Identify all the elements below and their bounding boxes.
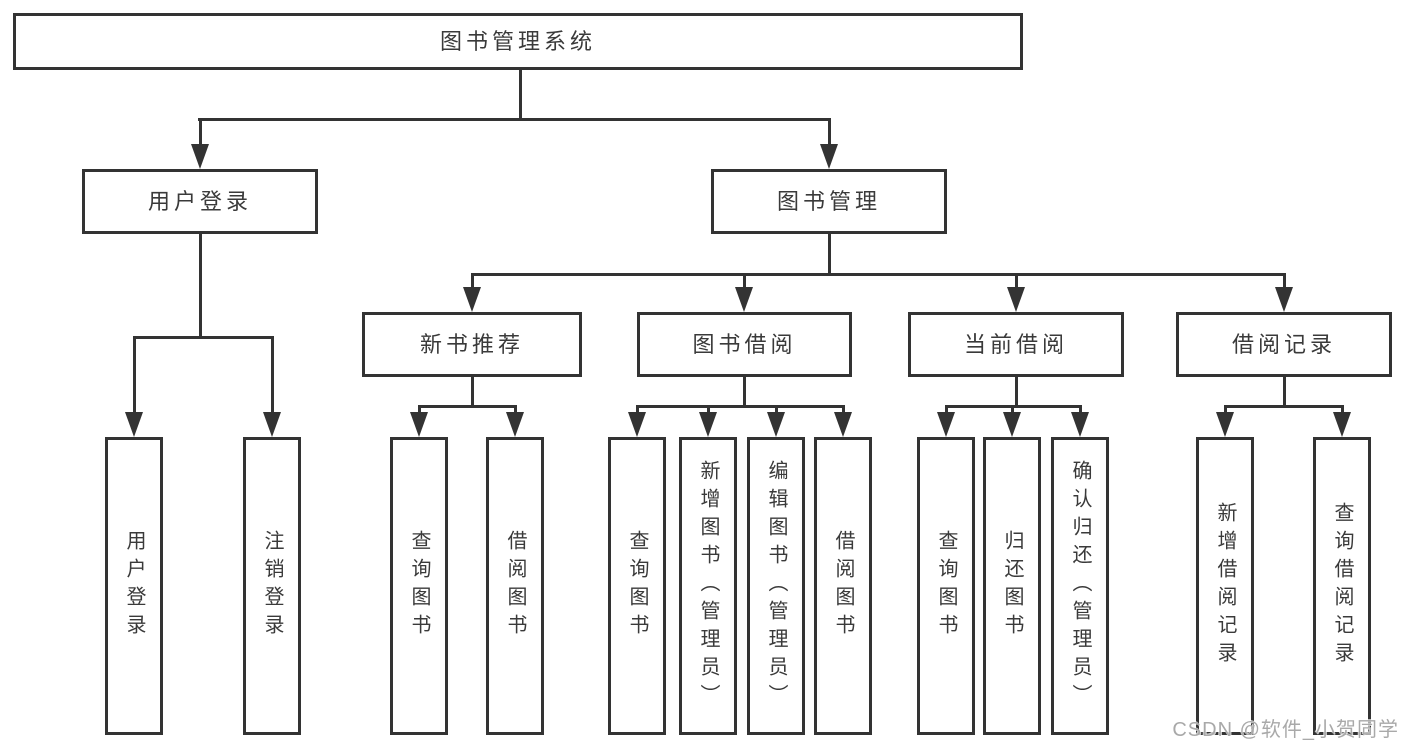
node-label: 查询借阅记录 [1331, 502, 1353, 670]
node-logout: 注销登录 [243, 437, 301, 735]
arrow-down-icon [699, 412, 717, 437]
connector-line [706, 405, 710, 418]
arrow-down-icon [410, 412, 428, 437]
node-bb-borrow-books: 借阅图书 [814, 437, 872, 735]
node-label: 用户登录 [147, 188, 252, 214]
connector-line [827, 118, 831, 152]
connector-line [742, 377, 746, 408]
connector-line [1282, 273, 1286, 293]
arrow-down-icon [628, 412, 646, 437]
connector-line [1014, 273, 1018, 293]
connector-line [417, 405, 517, 408]
arrow-down-icon [191, 144, 209, 169]
node-label: 新书推荐 [419, 331, 524, 357]
node-label: 注销登录 [261, 530, 283, 642]
connector-line [1340, 405, 1344, 418]
connector-line [635, 405, 639, 418]
node-label: 查询图书 [408, 530, 430, 642]
connector-line [417, 405, 421, 418]
connector-line [742, 273, 746, 293]
arrow-down-icon [1007, 287, 1025, 312]
watermark: CSDN @软件_小贺同学 [1172, 719, 1399, 741]
node-label: 编辑图书（管理员） [765, 460, 787, 712]
node-label: 图书借阅 [692, 331, 797, 357]
connector-line [944, 405, 948, 418]
connector-line [635, 405, 845, 408]
connector-line [841, 405, 845, 418]
arrow-down-icon [1333, 412, 1351, 437]
arrow-down-icon [1275, 287, 1293, 312]
connector-line [1014, 377, 1018, 408]
arrow-down-icon [735, 287, 753, 312]
node-user-login-leaf: 用户登录 [105, 437, 163, 735]
node-borrow-records: 借阅记录 [1176, 312, 1392, 377]
arrow-down-icon [1071, 412, 1089, 437]
arrow-down-icon [506, 412, 524, 437]
connector-line [519, 70, 522, 118]
arrow-down-icon [937, 412, 955, 437]
connector-line [1223, 405, 1344, 408]
arrow-down-icon [463, 287, 481, 312]
connector-line [132, 336, 274, 339]
node-label: 借阅图书 [832, 530, 854, 642]
node-user-login: 用户登录 [82, 169, 318, 234]
node-bb-edit-books-admin: 编辑图书（管理员） [747, 437, 805, 735]
node-book-borrow: 图书借阅 [637, 312, 852, 377]
node-nbr-borrow-books: 借阅图书 [486, 437, 544, 735]
node-label: 归还图书 [1001, 530, 1023, 642]
arrow-down-icon [767, 412, 785, 437]
node-cb-confirm-return-admin: 确认归还（管理员） [1051, 437, 1109, 735]
arrow-down-icon [263, 412, 281, 437]
connector-line [774, 405, 778, 418]
node-label: 图书管理系统 [439, 28, 596, 54]
node-label: 新增图书（管理员） [697, 460, 719, 712]
connector-line [198, 118, 202, 152]
node-label: 查询图书 [626, 530, 648, 642]
connector-line [1010, 405, 1014, 418]
node-current-borrow: 当前借阅 [908, 312, 1124, 377]
arrow-down-icon [125, 412, 143, 437]
arrow-down-icon [1003, 412, 1021, 437]
node-label: 借阅记录 [1231, 331, 1336, 357]
connector-line [827, 234, 831, 276]
node-new-book-recommend: 新书推荐 [362, 312, 582, 377]
arrow-down-icon [820, 144, 838, 169]
connector-line [1282, 377, 1286, 408]
node-cb-query-books: 查询图书 [917, 437, 975, 735]
node-bb-query-books: 查询图书 [608, 437, 666, 735]
node-label: 用户登录 [123, 530, 145, 642]
arrow-down-icon [1216, 412, 1234, 437]
connector-line [470, 273, 1286, 276]
arrow-down-icon [834, 412, 852, 437]
node-library-management-system: 图书管理系统 [13, 13, 1023, 70]
node-label: 当前借阅 [963, 331, 1068, 357]
connector-line [270, 336, 274, 418]
node-label: 确认归还（管理员） [1069, 460, 1091, 712]
node-nbr-query-books: 查询图书 [390, 437, 448, 735]
node-br-add-record: 新增借阅记录 [1196, 437, 1254, 735]
connector-line [470, 273, 474, 293]
connector-line [513, 405, 517, 418]
connector-line [1078, 405, 1082, 418]
node-label: 新增借阅记录 [1214, 502, 1236, 670]
node-bb-add-books-admin: 新增图书（管理员） [679, 437, 737, 735]
connector-line [470, 377, 474, 408]
node-label: 图书管理 [776, 188, 881, 214]
connector-line [198, 234, 202, 339]
connector-line [132, 336, 136, 418]
connector-line [198, 118, 831, 121]
connector-line [1223, 405, 1227, 418]
node-br-query-record: 查询借阅记录 [1313, 437, 1371, 735]
node-cb-return-books: 归还图书 [983, 437, 1041, 735]
node-book-management: 图书管理 [711, 169, 947, 234]
node-label: 借阅图书 [504, 530, 526, 642]
node-label: 查询图书 [935, 530, 957, 642]
